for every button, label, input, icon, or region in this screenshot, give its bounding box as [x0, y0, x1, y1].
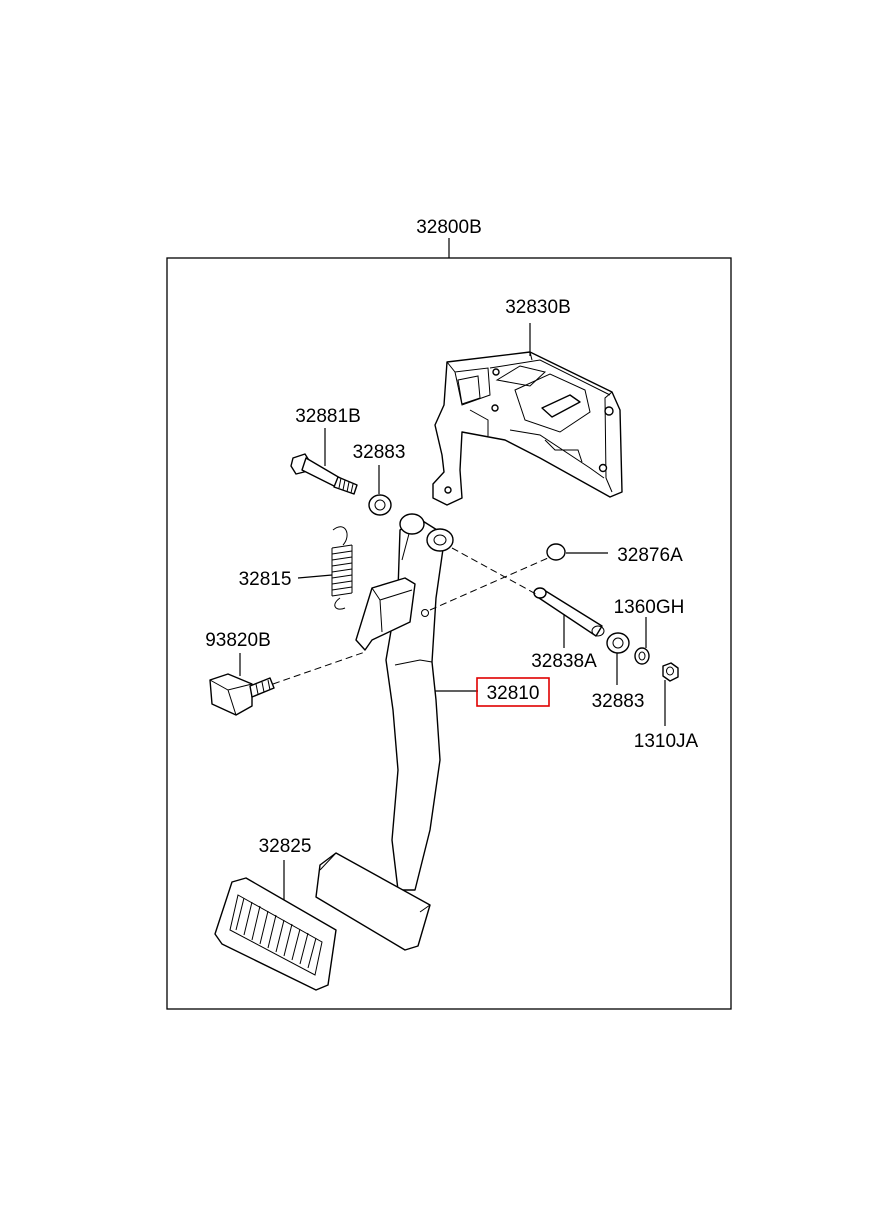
label-bracket: 32830B	[505, 297, 571, 318]
bushing-left[interactable]	[368, 494, 392, 516]
label-pedal-arm: 32810	[487, 683, 540, 704]
label-pad: 32825	[259, 836, 312, 857]
label-washer: 1360GH	[614, 597, 685, 618]
label-spring: 32815	[239, 569, 292, 590]
retaining-clip[interactable]	[546, 543, 566, 561]
highlight-box	[476, 677, 550, 707]
washer[interactable]	[634, 647, 650, 665]
label-bolt: 32881B	[295, 406, 361, 427]
pivot-shaft[interactable]	[533, 587, 605, 637]
label-stopper: 93820B	[205, 630, 271, 651]
bushing-right[interactable]	[606, 632, 630, 654]
pedal-pad[interactable]	[214, 877, 337, 991]
label-clip: 32876A	[617, 545, 683, 566]
pedal-arm[interactable]	[315, 513, 454, 951]
label-bushing-right: 32883	[592, 691, 645, 712]
label-assembly: 32800B	[416, 217, 482, 238]
label-nut: 1310JA	[634, 731, 699, 752]
return-spring[interactable]	[331, 526, 353, 610]
pedal-stopper[interactable]	[209, 673, 275, 716]
label-bushing-left: 32883	[353, 442, 406, 463]
hex-nut[interactable]	[662, 662, 679, 682]
label-shaft: 32838A	[531, 651, 597, 672]
mounting-bracket[interactable]	[432, 351, 623, 506]
pivot-bolt[interactable]	[290, 453, 358, 495]
